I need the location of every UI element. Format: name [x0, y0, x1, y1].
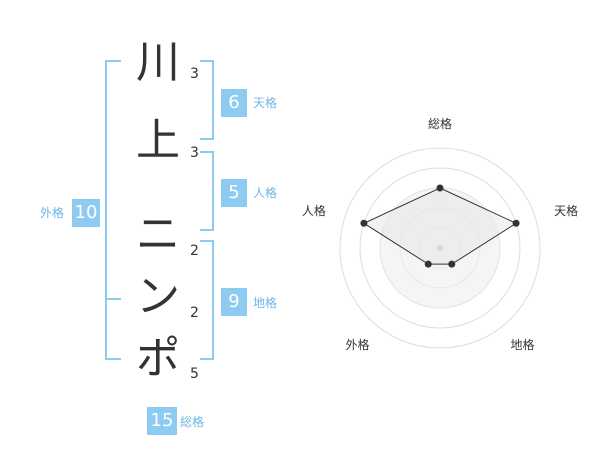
radar-axis-label: 外格	[345, 337, 369, 352]
radar-axis-label: 総格	[428, 116, 452, 131]
stroke-count-1: 3	[190, 66, 199, 82]
stroke-count-5: 5	[190, 366, 199, 382]
radar-polygon	[362, 187, 518, 265]
radar-point-1	[436, 184, 444, 192]
radar-axis-label: 天格	[554, 203, 578, 218]
radar-axis-label: 地格	[511, 337, 535, 352]
name-char-5: ポ	[136, 333, 180, 384]
gaikaku-bracket-bottom	[105, 358, 121, 360]
name-char-2: 上	[136, 115, 180, 166]
chikaku-bracket-bottom	[200, 358, 214, 360]
jinkaku-bracket-vertical	[212, 151, 214, 231]
tenkaku-bracket-bottom	[200, 138, 214, 140]
tenkaku-bracket-vertical	[212, 60, 214, 140]
jinkaku-bracket-top	[200, 151, 214, 153]
radar-ring-4	[359, 167, 521, 329]
jinkaku-value: 5	[221, 179, 247, 207]
gaikaku-bracket-mid	[105, 298, 121, 300]
gaikaku-label: 外格	[40, 206, 65, 220]
radar-point-4	[424, 260, 432, 268]
chikaku-label: 地格	[253, 296, 278, 310]
radar-point-5	[360, 219, 368, 227]
tenkaku-label: 天格	[253, 96, 278, 110]
gaikaku-value: 10	[72, 199, 100, 227]
stroke-count-4: 2	[190, 305, 199, 321]
name-char-4: ン	[136, 271, 180, 322]
chikaku-bracket-vertical	[212, 240, 214, 360]
chikaku-bracket-top	[200, 240, 214, 242]
gaikaku-bracket-vertical	[105, 60, 107, 360]
radar-point-2	[512, 219, 520, 227]
stroke-count-2: 3	[190, 145, 199, 161]
jinkaku-label: 人格	[253, 186, 278, 200]
soukaku-value: 15	[147, 407, 177, 435]
radar-ring-5	[339, 147, 541, 349]
tenkaku-bracket-top	[200, 60, 214, 62]
stroke-count-3: 2	[190, 243, 199, 259]
tenkaku-value: 6	[221, 89, 247, 117]
radar-axis-label: 人格	[302, 203, 326, 218]
chikaku-value: 9	[221, 288, 247, 316]
soukaku-label: 総格	[180, 415, 205, 429]
jinkaku-bracket-bottom	[200, 229, 214, 231]
name-char-3: ニ	[136, 209, 180, 260]
radar-point-3	[448, 260, 456, 268]
name-char-1: 川	[136, 37, 180, 88]
gaikaku-bracket-top	[105, 60, 121, 62]
